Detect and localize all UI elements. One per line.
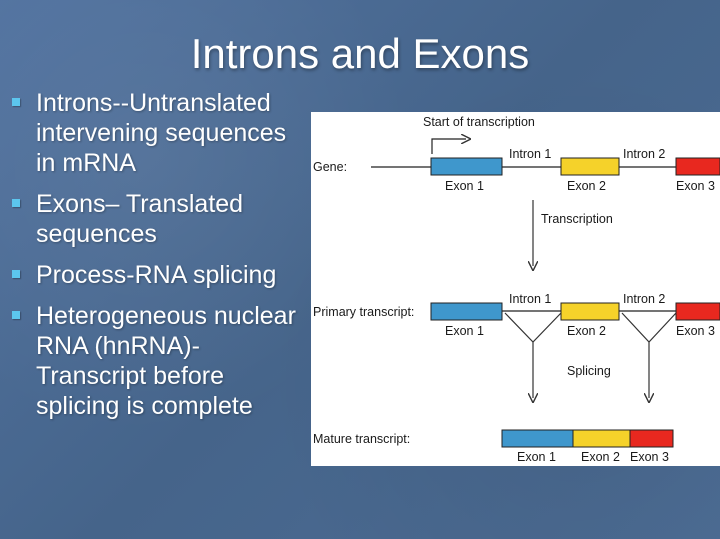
square-bullet-icon [12,270,20,278]
bullet-item-introns: Introns--Untranslated intervening sequen… [10,88,310,178]
primary-exon2-label: Exon 2 [567,324,606,338]
gene-intron1-label: Intron 1 [509,147,551,161]
splicing-diagram: Start of transcription Gene: Intron 1 In… [311,112,720,466]
mature-transcript-label: Mature transcript: [313,432,410,446]
bullet-item-hnrna: Heterogeneous nuclear RNA (hnRNA)-Transc… [10,301,310,421]
square-bullet-icon [12,98,20,106]
start-of-transcription-label: Start of transcription [423,115,535,129]
intron1-splice-loop-icon [504,312,562,343]
primary-exon3-bar [675,302,720,321]
gene-exon2-bar [560,157,620,176]
intron2-splice-loop-icon [621,312,677,343]
gene-exon3-bar [675,157,720,176]
mature-exon3-bar [629,429,674,448]
primary-exon2-bar [560,302,620,321]
gene-exon3-label: Exon 3 [676,179,715,193]
primary-intron1-label: Intron 1 [509,292,551,306]
bullet-item-exons: Exons– Translated sequences [10,189,310,249]
primary-exon1-label: Exon 1 [445,324,484,338]
mature-exon2-bar [572,429,631,448]
bullet-text: Process-RNA splicing [36,261,277,289]
slide-title: Introns and Exons [190,30,530,77]
primary-exon1-bar [430,302,503,321]
bullet-text: Exons– Translated sequences [36,190,244,248]
bullet-text: Heterogeneous nuclear RNA (hnRNA)-Transc… [36,302,296,420]
mature-exon3-label: Exon 3 [630,450,669,464]
gene-exon1-label: Exon 1 [445,179,484,193]
transcription-label: Transcription [541,212,613,226]
bullet-list: Introns--Untranslated intervening sequen… [10,88,310,432]
primary-exon3-label: Exon 3 [676,324,715,338]
gene-intron2-label: Intron 2 [623,147,665,161]
gene-label: Gene: [313,160,347,174]
square-bullet-icon [12,311,20,319]
primary-intron2-label: Intron 2 [623,292,665,306]
mature-exon1-bar [501,429,574,448]
bullet-text: Introns--Untranslated intervening sequen… [36,89,287,177]
splicing-label: Splicing [567,364,611,378]
mature-exon1-label: Exon 1 [517,450,556,464]
square-bullet-icon [12,199,20,207]
bullet-item-process: Process-RNA splicing [10,260,310,290]
transcription-start-arrow-icon [431,139,466,154]
mature-exon2-label: Exon 2 [581,450,620,464]
gene-exon2-label: Exon 2 [567,179,606,193]
gene-exon1-bar [430,157,503,176]
primary-transcript-label: Primary transcript: [313,305,414,319]
